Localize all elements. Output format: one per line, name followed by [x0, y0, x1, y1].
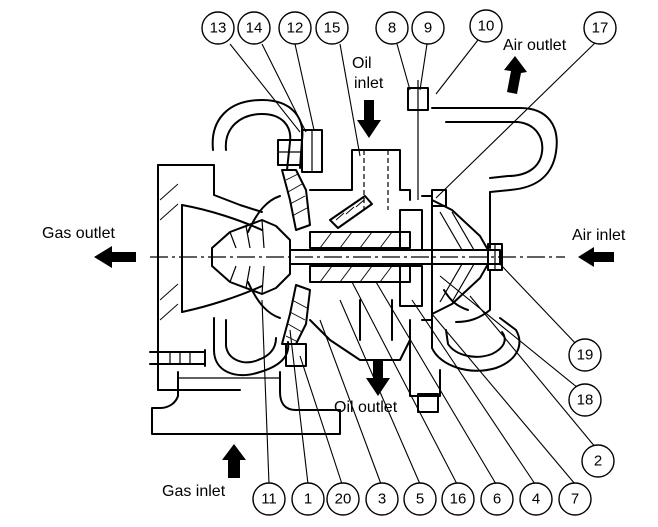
label-oil-inlet-line2: inlet: [354, 75, 384, 92]
journal-bearing-upper: [309, 231, 411, 249]
flow-arrows: [94, 56, 614, 478]
callout-4: 4: [519, 482, 553, 516]
svg-text:6: 6: [493, 491, 501, 508]
bearing-housing-turbine-side: [277, 129, 323, 367]
svg-text:9: 9: [424, 20, 432, 37]
callout-13: 13: [201, 11, 235, 45]
callout-10: 10: [469, 9, 503, 43]
svg-text:3: 3: [378, 491, 386, 508]
label-oil-inlet-line1: Oil: [352, 55, 372, 72]
callout-14: 14: [237, 11, 271, 45]
compressor-housing: [409, 107, 558, 413]
label-air-inlet: Air inlet: [572, 227, 626, 244]
callout-18: 18: [568, 383, 602, 417]
callout-17: 17: [583, 11, 617, 45]
label-oil-outlet: Oil outlet: [334, 399, 398, 416]
svg-text:1: 1: [304, 491, 312, 508]
callout-8: 8: [375, 11, 409, 45]
thrust-collar-lower: [399, 265, 423, 307]
oil-outlet-plug: [417, 393, 439, 413]
air-inlet-arrow-icon: [578, 247, 614, 267]
svg-text:20: 20: [335, 491, 352, 508]
callout-7: 7: [558, 482, 592, 516]
svg-text:11: 11: [261, 491, 277, 508]
svg-text:19: 19: [577, 347, 594, 364]
svg-text:12: 12: [287, 20, 304, 37]
svg-text:17: 17: [592, 20, 609, 37]
gas-inlet-arrow-icon: [222, 444, 246, 478]
callout-16: 16: [441, 482, 475, 516]
leader-lines: [229, 39, 597, 485]
svg-text:14: 14: [246, 20, 263, 37]
compressor-wheel: [431, 199, 489, 315]
turbine-wheel: [211, 195, 291, 319]
svg-text:4: 4: [532, 491, 540, 508]
svg-text:18: 18: [577, 392, 594, 409]
label-gas-inlet: Gas inlet: [162, 483, 226, 500]
svg-text:10: 10: [478, 18, 495, 35]
oil-outlet-arrow-icon: [366, 360, 390, 396]
callout-6: 6: [480, 482, 514, 516]
callout-11: 11: [252, 482, 286, 516]
gas-outlet-arrow-icon: [94, 246, 136, 268]
svg-text:13: 13: [210, 20, 227, 37]
callout-3: 3: [365, 482, 399, 516]
callout-19: 19: [568, 338, 602, 372]
callout-12: 12: [278, 11, 312, 45]
callout-1: 1: [291, 482, 325, 516]
svg-text:8: 8: [388, 20, 396, 37]
callout-5: 5: [403, 482, 437, 516]
svg-text:2: 2: [594, 453, 602, 470]
turbocharger-drawing: [149, 80, 565, 435]
callout-20: 20: [326, 482, 360, 516]
flow-labels: Gas outlet Air outlet Air inlet Oil inle…: [42, 37, 626, 500]
callout-15: 15: [315, 11, 349, 45]
svg-text:7: 7: [571, 491, 579, 508]
callout-9: 9: [411, 11, 445, 45]
oil-inlet-arrow-icon: [357, 100, 381, 138]
label-gas-outlet: Gas outlet: [42, 225, 115, 242]
svg-text:5: 5: [416, 491, 424, 508]
callout-2: 2: [581, 444, 615, 478]
svg-text:15: 15: [324, 20, 341, 37]
journal-bearing-lower: [309, 265, 411, 283]
air-outlet-arrow-icon: [504, 56, 527, 94]
label-air-outlet: Air outlet: [503, 37, 567, 54]
turbine-housing: [149, 99, 341, 435]
callout-bubbles: 13 14 12 15 8 9 10 17 19 18 2 11 1 20 3 …: [201, 9, 617, 516]
svg-text:16: 16: [450, 491, 467, 508]
